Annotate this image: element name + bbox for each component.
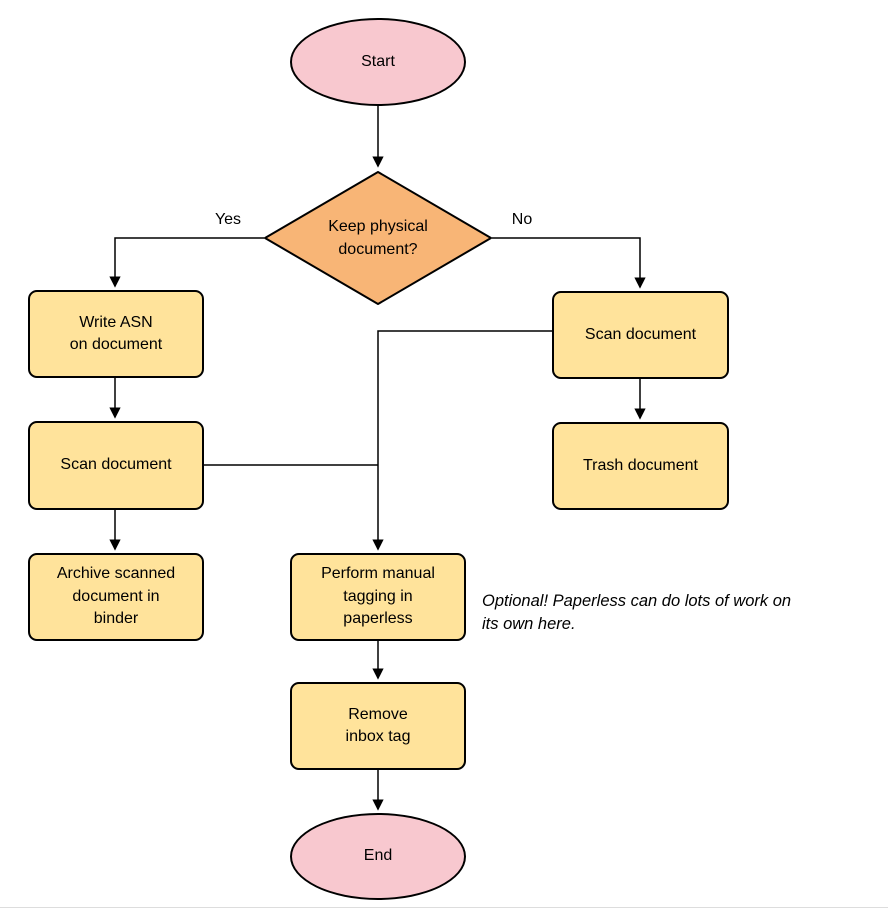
node-trash-document-label: Trash document [582, 456, 698, 474]
node-decision: Keep physical document? [266, 206, 490, 270]
decision-shape [264, 171, 492, 305]
node-start: Start [290, 18, 466, 106]
node-write-asn-label: Write ASN on document [69, 313, 163, 353]
node-manual-tagging: Perform manual tagging in paperless [290, 553, 466, 641]
node-scan-document-right: Scan document [552, 291, 729, 379]
node-end: End [290, 813, 466, 900]
edge-decision-no [492, 237, 646, 289]
node-scan-document-right-label: Scan document [584, 325, 697, 343]
optional-note: Optional! Paperless can do lots of work … [482, 592, 792, 634]
node-write-asn: Write ASN on document [28, 290, 204, 378]
node-decision-label: Keep physical document? [328, 217, 428, 258]
edge-decision-yes [109, 237, 264, 288]
node-manual-tagging-label: Perform manual tagging in paperless [321, 565, 435, 628]
node-archive-document: Archive scanned document in binder [28, 553, 204, 641]
node-scan-document-left: Scan document [28, 421, 204, 510]
edge-label-no: No [511, 211, 533, 228]
node-end-label: End [363, 847, 393, 865]
edge-scanright-to-tagging [372, 330, 552, 551]
node-start-label: Start [361, 52, 395, 70]
node-scan-document-left-label: Scan document [60, 456, 172, 474]
node-remove-inbox-tag: Remove inbox tag [290, 682, 466, 770]
node-remove-inbox-tag-label: Remove inbox tag [345, 705, 411, 745]
node-archive-document-label: Archive scanned document in binder [56, 565, 176, 628]
edge-label-yes: Yes [214, 211, 242, 228]
node-trash-document: Trash document [552, 422, 729, 510]
